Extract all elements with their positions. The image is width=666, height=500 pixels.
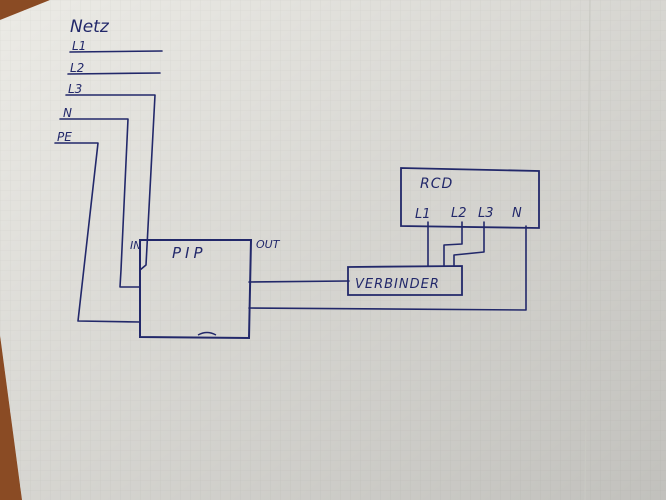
rcd-terminal-n: N <box>512 206 522 221</box>
supply-label-pe: PE <box>57 130 72 144</box>
pip-in-label: IN <box>130 239 141 252</box>
supply-labels: L1 L2 L3 N PE <box>57 39 86 144</box>
rcd-terminal-l3: L3 <box>478 206 494 221</box>
wire-l1-stub <box>69 50 163 53</box>
wire-verb-l3 <box>453 221 485 267</box>
pip-out-label: OUT <box>256 238 281 251</box>
wire-n-return <box>248 225 527 311</box>
wire-verb-l2 <box>443 221 463 267</box>
wire-pip-out <box>248 280 350 283</box>
rcd-label: RCD <box>420 176 453 192</box>
wire-n <box>59 118 141 288</box>
supply-label-l1: L1 <box>72 39 86 53</box>
pip-box: PIP IN OUT <box>130 238 281 340</box>
verbinder-label: VERBINDER <box>355 277 440 292</box>
wire-l2-stub <box>67 72 161 75</box>
pip-label: PIP <box>172 244 207 262</box>
rcd-box: RCD L1 L2 L3 N <box>400 167 540 229</box>
supply-label-l3: L3 <box>68 82 82 96</box>
title-netz: Netz <box>70 17 110 37</box>
rcd-terminal-l1: L1 <box>415 207 431 222</box>
wire-pe <box>54 142 141 323</box>
wires <box>54 50 527 323</box>
paper-fold <box>584 0 591 500</box>
wire-l3 <box>65 94 156 271</box>
supply-label-l2: L2 <box>70 61 84 75</box>
supply-label-n: N <box>63 106 72 120</box>
rcd-terminal-l2: L2 <box>451 206 467 221</box>
verbinder-box: VERBINDER <box>347 265 463 296</box>
